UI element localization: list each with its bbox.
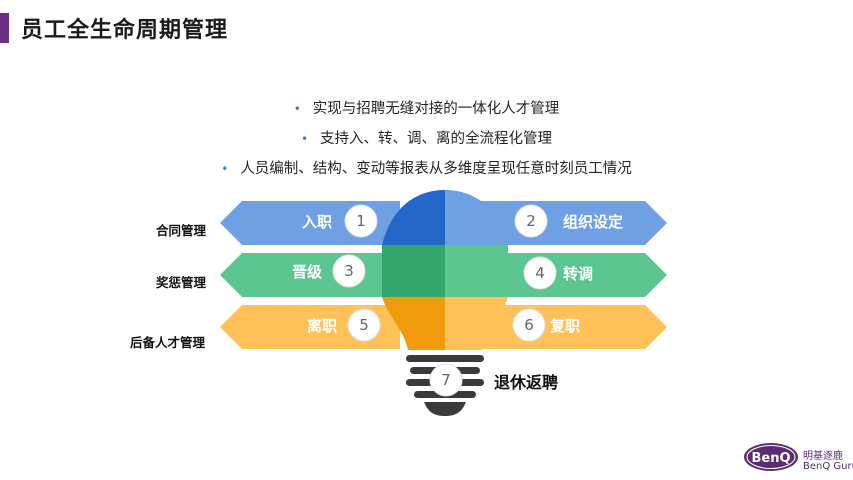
bullet-item: • 支持入、转、调、离的全流程化管理 <box>0 124 853 154</box>
bulb-top-right <box>445 190 508 245</box>
brand-name-cn: 明基逐鹿 <box>803 451 843 462</box>
step-circle <box>332 254 366 288</box>
bullet-item: • 人员编制、结构、变动等报表从多维度呈现任意时刻员工情况 <box>0 154 853 184</box>
step-number-4: 4 <box>535 264 545 282</box>
bulb-top-left <box>382 190 445 245</box>
stage-label-transfer: 转调 <box>563 265 593 283</box>
benq-logo: BenQ <box>744 443 798 471</box>
step-circle <box>514 204 548 238</box>
step-circle <box>429 363 463 397</box>
step-circle <box>523 256 557 290</box>
step-number-2: 2 <box>526 212 536 230</box>
stage-label-resignation: 离职 <box>307 317 337 335</box>
feature-bullets: • 实现与招聘无缝对接的一体化人才管理 • 支持入、转、调、离的全流程化管理 • 人员… <box>0 94 853 184</box>
stage-label-retirement-rehire: 退休返聘 <box>494 373 559 392</box>
bullet-dot-icon: • <box>300 132 309 146</box>
page-title: 员工全生命周期管理 <box>21 18 229 43</box>
step-number-6: 6 <box>524 316 534 334</box>
bullet-text: 人员编制、结构、变动等报表从多维度呈现任意时刻员工情况 <box>240 161 632 177</box>
category-label-talent-reserve: 后备人才管理 <box>130 335 206 350</box>
bullet-item: • 实现与招聘无缝对接的一体化人才管理 <box>0 94 853 124</box>
step-circle <box>344 204 378 238</box>
step-number-1: 1 <box>356 212 366 230</box>
bulb-mid-right <box>445 245 508 297</box>
bullet-dot-icon: • <box>293 102 301 116</box>
bulb-bottom-right <box>445 297 508 350</box>
step-number-7: 7 <box>441 371 451 389</box>
category-label-contract: 合同管理 <box>156 223 207 238</box>
bullet-text: 支持入、转、调、离的全流程化管理 <box>320 131 553 147</box>
step-number-3: 3 <box>344 262 354 280</box>
step-number-5: 5 <box>359 316 369 334</box>
category-label-rewards: 奖惩管理 <box>156 275 207 290</box>
stage-label-onboarding: 入职 <box>302 213 332 231</box>
step-circle <box>347 308 381 342</box>
logo-text: BenQ <box>751 451 790 466</box>
step-circle <box>512 308 546 342</box>
title-accent-bar <box>0 13 9 43</box>
bullet-dot-icon: • <box>221 162 229 176</box>
brand-name-en: BenQ Guru <box>803 461 853 472</box>
bulb-bottom-left <box>382 297 445 350</box>
stage-label-reinstatement: 复职 <box>549 317 580 335</box>
bulb-base <box>406 355 484 416</box>
stage-label-org-setup: 组织设定 <box>563 213 623 231</box>
bulb-mid-left <box>382 245 445 297</box>
stage-label-promotion: 晋级 <box>292 263 323 281</box>
bullet-text: 实现与招聘无缝对接的一体化人才管理 <box>312 101 560 117</box>
